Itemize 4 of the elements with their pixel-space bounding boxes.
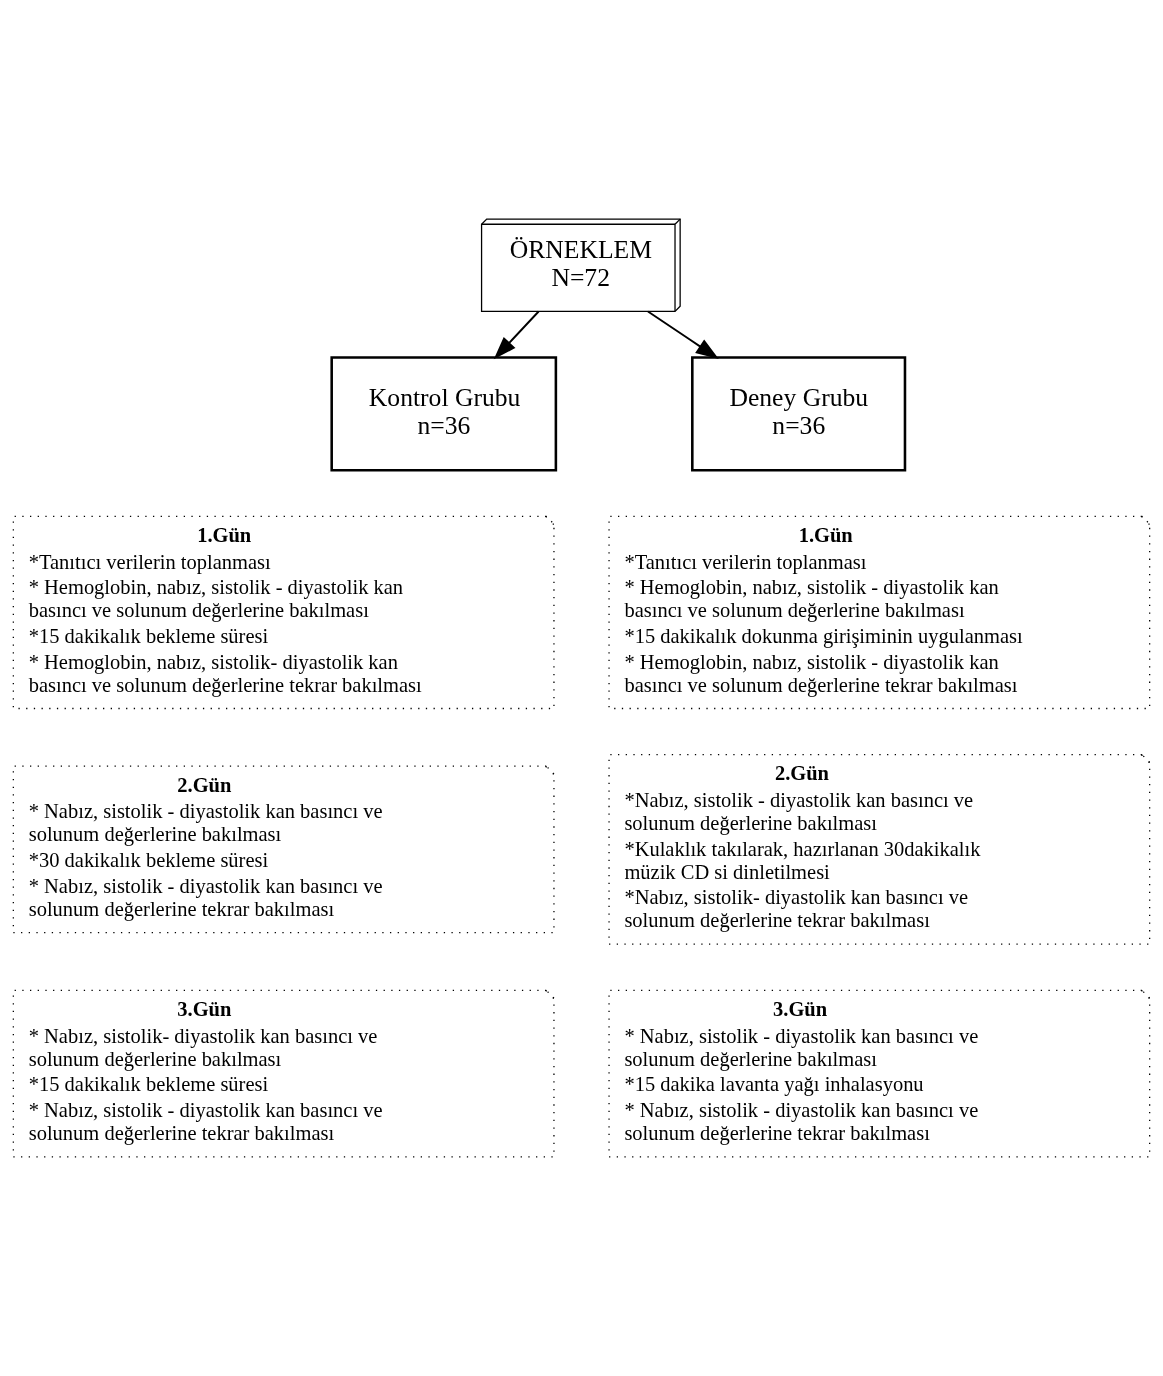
arrow: [493, 310, 540, 360]
node-box: Kontrol Grubu n=36: [330, 356, 558, 472]
arrow: [647, 310, 719, 360]
node-box: Deney Grubu n=36: [691, 356, 907, 472]
